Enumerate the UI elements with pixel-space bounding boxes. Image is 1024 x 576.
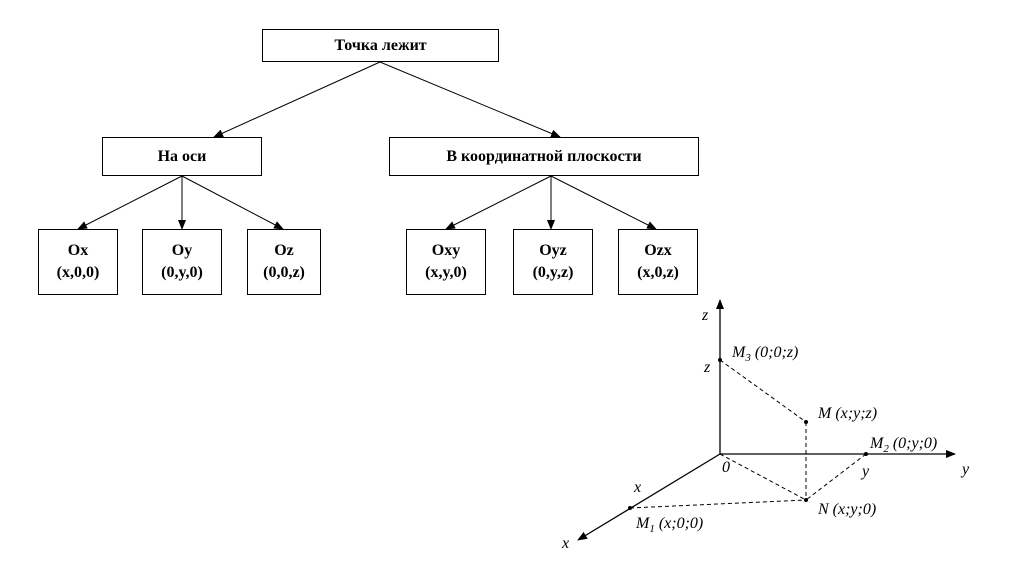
dash-origin-n xyxy=(719,453,807,501)
dash-m1-n xyxy=(629,499,807,509)
root-label: Точка лежит xyxy=(334,36,427,54)
edge-axis-ox xyxy=(77,175,183,230)
z-tick-label: z xyxy=(703,359,711,376)
leaf-oy-coords: (0,y,0) xyxy=(161,264,203,281)
coordinate-system xyxy=(577,299,956,541)
leaf-oyz-coords: (0,y,z) xyxy=(532,264,574,281)
root-node: Точка лежит xyxy=(262,29,499,62)
tree-connectors xyxy=(77,61,657,230)
edge-plane-ozx xyxy=(550,175,657,230)
point-m3 xyxy=(718,358,722,362)
point-m2 xyxy=(864,452,868,456)
leaf-oy-name: Oy xyxy=(171,242,193,259)
edge-root-axis xyxy=(213,61,381,138)
plane-group-label: В координатной плоскости xyxy=(446,147,642,165)
leaf-ozx: Ozx (x,0,z) xyxy=(618,229,698,295)
leaf-ox-name: Ox xyxy=(67,242,89,259)
n-label: N (x;y;0) xyxy=(817,501,876,518)
dash-m2-n xyxy=(805,453,867,501)
leaf-ozx-coords: (x,0,z) xyxy=(637,264,679,281)
m-label: M (x;y;z) xyxy=(817,405,877,422)
leaf-oz-coords: (0,0,z) xyxy=(263,264,305,281)
point-m xyxy=(804,420,808,424)
points xyxy=(628,358,868,510)
m1-label: M1(x;0;0) xyxy=(635,515,703,535)
leaf-oxy-name: Oxy xyxy=(431,242,461,259)
leaf-oyz: Oyz (0,y,z) xyxy=(513,229,593,295)
axis-group-label: На оси xyxy=(157,147,207,165)
plane-group-node: В координатной плоскости xyxy=(389,137,699,176)
leaf-oz: Oz (0,0,z) xyxy=(247,229,321,295)
edge-axis-oz xyxy=(181,175,284,230)
m3-label: M3(0;0;z) xyxy=(731,344,798,364)
leaf-oyz-name: Oyz xyxy=(539,242,567,259)
x-tick-label: x xyxy=(633,479,641,496)
m2-label: M2(0;y;0) xyxy=(869,435,937,455)
z-axis-label: z xyxy=(701,307,709,324)
y-tick-label: y xyxy=(860,463,870,480)
axis-group-node: На оси xyxy=(102,137,262,176)
leaf-oz-name: Oz xyxy=(274,242,294,259)
edge-plane-oxy xyxy=(445,175,552,230)
point-m1 xyxy=(628,506,632,510)
origin-label: 0 xyxy=(722,459,730,476)
y-axis-label: y xyxy=(960,461,970,478)
leaf-oy: Oy (0,y,0) xyxy=(142,229,222,295)
x-axis-label: x xyxy=(561,535,569,552)
point-n xyxy=(804,498,808,502)
dash-m3-m xyxy=(719,359,807,423)
leaf-oxy-coords: (x,y,0) xyxy=(425,264,467,281)
leaf-ox-coords: (x,0,0) xyxy=(56,264,100,281)
edge-root-plane xyxy=(379,61,561,138)
leaf-ozx-name: Ozx xyxy=(644,242,672,259)
leaf-oxy: Oxy (x,y,0) xyxy=(406,229,486,295)
leaf-ox: Ox (x,0,0) xyxy=(38,229,118,295)
x-axis xyxy=(577,453,721,541)
